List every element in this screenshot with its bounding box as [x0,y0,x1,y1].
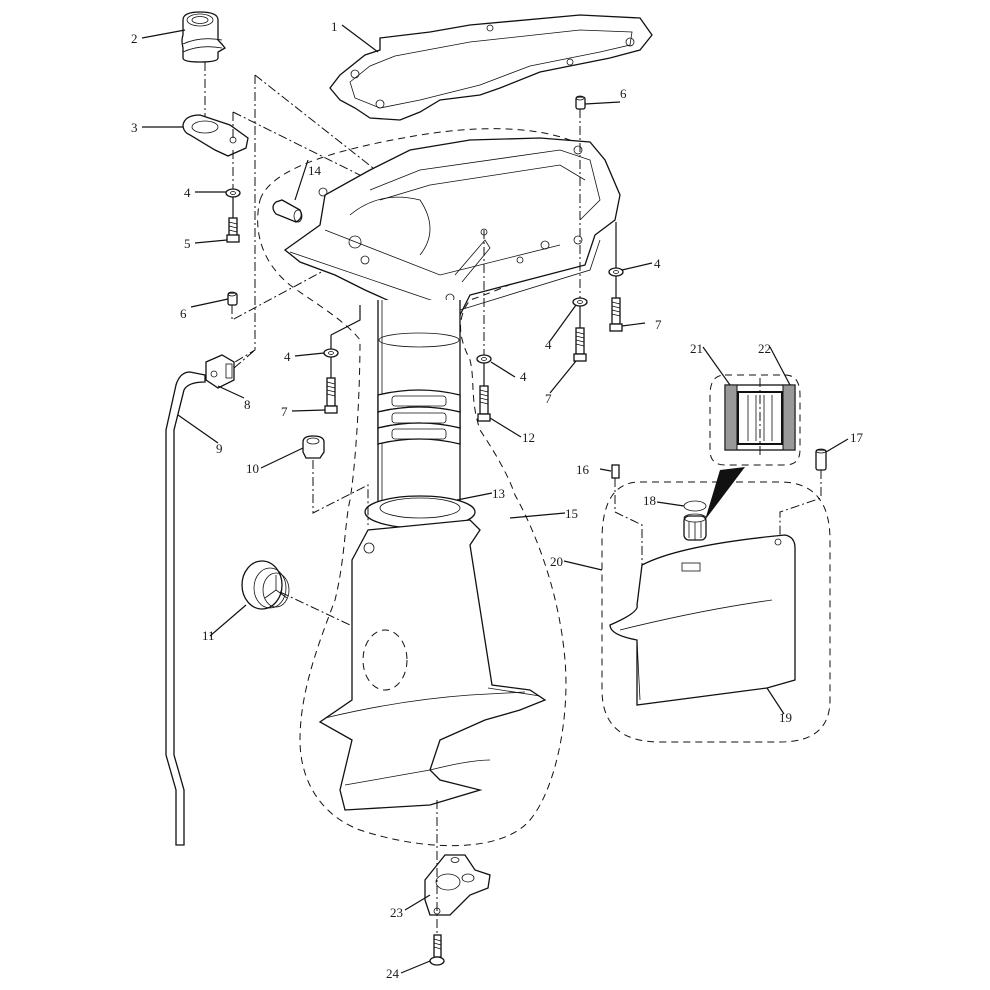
plate-23 [424,854,491,916]
bolt-12 [477,385,491,422]
dowel-16 [611,464,620,479]
dowel-17 [815,448,827,471]
callout-label: 21 [690,341,703,356]
dowel-6-right [575,95,586,110]
bolt-5 [226,217,240,243]
callout-label: 4 [284,349,291,364]
bolt-7-right-mid [573,327,587,362]
callout-label: 6 [620,86,627,101]
callout-label: 10 [246,461,259,476]
screw-24 [429,934,445,966]
callout-label: 15 [565,506,578,521]
group-outline-detail [709,374,801,466]
callout-label: 2 [131,31,138,46]
callout-label: 1 [331,19,338,34]
part-bracket-plate [182,114,249,157]
callout-label: 16 [576,462,590,477]
trim-tab-19 [609,534,796,706]
bolt-7-right [609,297,623,332]
callout-label: 17 [850,430,864,445]
part-driveshaft-housing [377,300,461,506]
part-lower-casing [318,495,547,811]
callout-label: 13 [492,486,505,501]
group-outline-rudder [601,481,831,743]
callout-label: 6 [180,306,187,321]
bolt-7-left [324,377,338,414]
callout-label: 7 [655,317,662,332]
callout-label: 5 [184,236,191,251]
washer-4-right-mid [572,297,588,307]
tube-14 [272,199,303,223]
grommet-10 [302,435,325,459]
plug-11 [241,560,290,610]
part-upper-casing [283,137,621,321]
callout-label: 9 [216,441,223,456]
callout-label: 12 [522,430,535,445]
callout-label: 3 [131,120,138,135]
bearing-detail [724,378,796,458]
callout-label: 7 [281,404,288,419]
dowel-6-left [227,291,238,306]
washer-4-center [476,354,492,364]
callout-label: 24 [386,966,400,981]
part-grommet [181,11,226,63]
part-gasket [329,14,653,121]
callout-label: 4 [545,337,552,352]
ring-18 [683,500,707,512]
callout-label: 18 [643,493,656,508]
callout-label: 4 [184,185,191,200]
bushing-assy [683,513,707,541]
callout-label: 7 [545,391,552,406]
washer-4a [225,188,241,198]
callout-label: 20 [550,554,563,569]
washer-4-left [323,348,339,358]
callout-label: 22 [758,341,771,356]
callout-label: 4 [654,256,661,271]
callout-label: 19 [779,710,792,725]
callout-label: 14 [308,163,322,178]
callout-label: 11 [202,628,215,643]
clip-8 [205,354,235,389]
callout-label: 23 [390,905,403,920]
callout-label: 8 [244,397,251,412]
washer-4-right [608,267,624,277]
leader-lines [141,24,849,974]
callout-label: 4 [520,369,527,384]
shift-rod-9 [165,371,206,846]
